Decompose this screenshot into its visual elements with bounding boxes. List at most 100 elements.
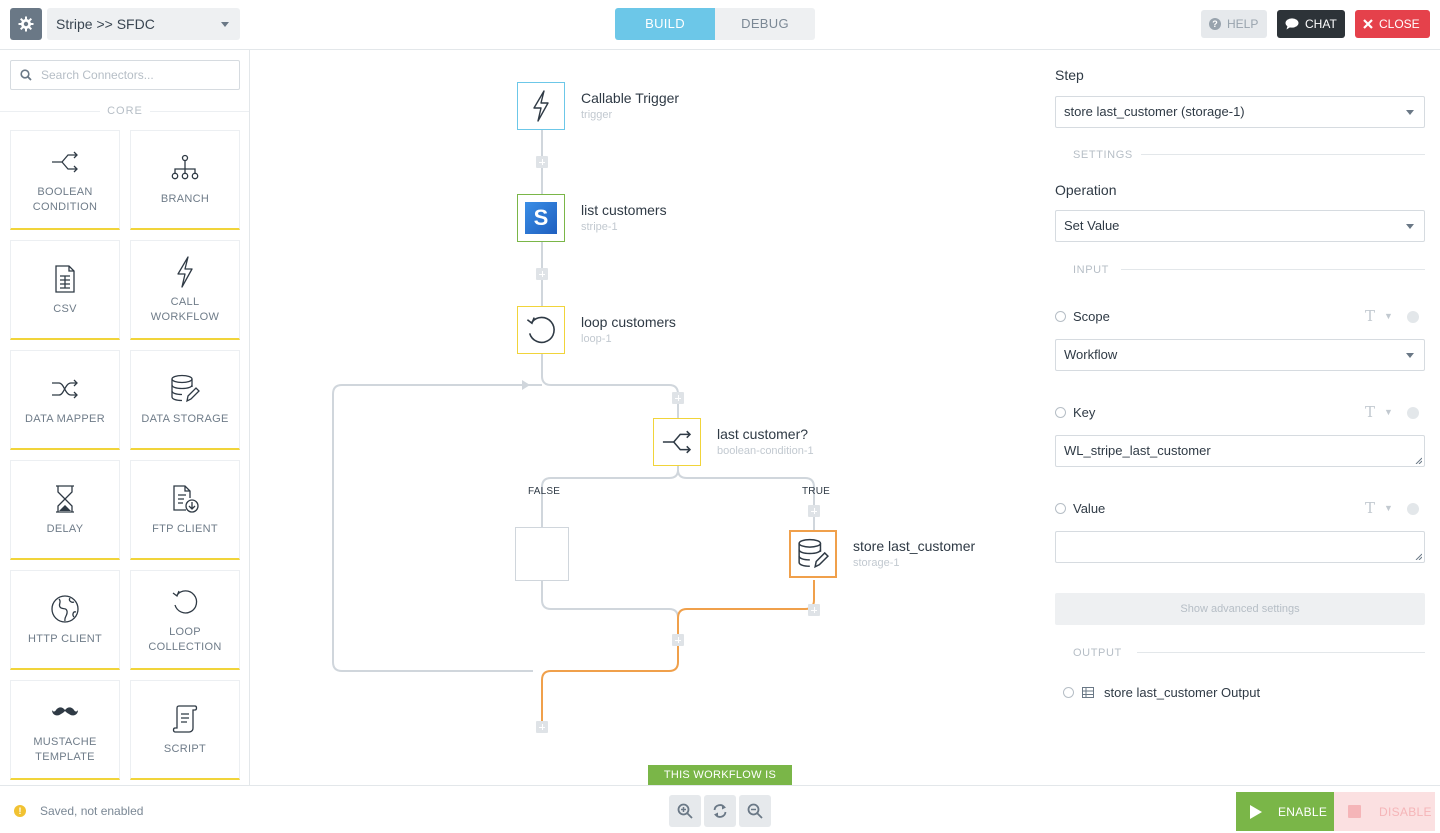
search-input[interactable] (41, 66, 231, 84)
add-step-button[interactable] (808, 604, 820, 616)
node-subtitle: storage-1 (853, 557, 900, 569)
boolean-condition-icon (50, 145, 80, 179)
add-step-button[interactable] (808, 505, 820, 517)
key-input[interactable]: WL_stripe_last_customer (1055, 435, 1425, 467)
node-list-customers[interactable]: S (517, 194, 565, 242)
gear-icon (18, 16, 34, 32)
chevron-down-icon (1406, 224, 1414, 229)
chat-button[interactable]: CHAT (1277, 10, 1345, 38)
add-step-button[interactable] (536, 268, 548, 280)
connector-mustache-template[interactable]: MUSTACHE TEMPLATE (10, 680, 120, 780)
chevron-down-icon[interactable]: ▼ (1384, 407, 1393, 417)
add-step-button[interactable] (672, 392, 684, 404)
close-label: CLOSE (1379, 17, 1420, 31)
close-icon (1363, 19, 1373, 29)
connector-label: LOOP COLLECTION (148, 625, 222, 653)
top-bar: Stripe >> SFDC BUILD DEBUG ? HELP CHAT C… (0, 0, 1440, 50)
workflow-canvas[interactable]: Callable Trigger trigger S list customer… (251, 50, 1039, 801)
toggle-dot[interactable] (1407, 407, 1419, 419)
connector-boolean-condition[interactable]: BOOLEAN CONDITION (10, 130, 120, 230)
node-subtitle: stripe-1 (581, 221, 618, 233)
scope-radio[interactable] (1055, 311, 1066, 322)
node-subtitle: loop-1 (581, 333, 612, 345)
connector-script[interactable]: SCRIPT (130, 680, 240, 780)
node-callable-trigger[interactable] (517, 82, 565, 130)
workflow-name: Stripe >> SFDC (56, 16, 155, 32)
lightning-icon (533, 90, 549, 122)
toggle-dot[interactable] (1407, 503, 1419, 515)
settings-button[interactable] (10, 8, 42, 40)
connector-data-mapper[interactable]: DATA MAPPER (10, 350, 120, 450)
connector-loop-collection[interactable]: LOOP COLLECTION (130, 570, 240, 670)
key-radio[interactable] (1055, 407, 1066, 418)
scope-select[interactable]: Workflow (1055, 339, 1425, 371)
zoom-out-button[interactable] (739, 795, 771, 827)
add-step-button[interactable] (672, 634, 684, 646)
zoom-in-button[interactable] (669, 795, 701, 827)
table-icon (1082, 686, 1094, 698)
connector-http-client[interactable]: HTTP CLIENT (10, 570, 120, 670)
node-store-last-customer[interactable] (789, 530, 837, 578)
value-radio[interactable] (1055, 503, 1066, 514)
question-icon: ? (1209, 18, 1221, 30)
help-button[interactable]: ? HELP (1201, 10, 1267, 38)
settings-section-header: SETTINGS (1055, 149, 1425, 161)
step-label: Step (1055, 67, 1084, 83)
connector-ftp-client[interactable]: FTP CLIENT (130, 460, 240, 560)
build-tab[interactable]: BUILD (615, 8, 715, 40)
step-value: store last_customer (storage-1) (1064, 104, 1245, 119)
connector-data-storage[interactable]: DATA STORAGE (130, 350, 240, 450)
resize-handle-icon[interactable] (1415, 457, 1422, 464)
operation-label: Operation (1055, 182, 1117, 198)
chevron-down-icon[interactable]: ▼ (1384, 311, 1393, 321)
section-label-core: CORE (107, 105, 143, 117)
text-type-icon[interactable]: T (1365, 307, 1376, 325)
boolean-condition-icon (662, 430, 692, 454)
add-step-button[interactable] (536, 721, 548, 733)
key-label: Key (1073, 405, 1096, 420)
data-mapper-icon (50, 372, 80, 406)
stop-icon (1348, 805, 1361, 818)
connector-call-workflow[interactable]: CALL WORKFLOW (130, 240, 240, 340)
node-loop-customers[interactable] (517, 306, 565, 354)
enable-button[interactable]: ENABLE (1236, 792, 1334, 831)
connector-branch[interactable]: BRANCH (130, 130, 240, 230)
operation-select[interactable]: Set Value (1055, 210, 1425, 242)
node-last-customer[interactable] (653, 418, 701, 466)
mustache-icon (51, 695, 79, 729)
show-advanced-settings-button[interactable]: Show advanced settings (1055, 593, 1425, 625)
close-button[interactable]: CLOSE (1355, 10, 1430, 38)
disable-button[interactable]: DISABLE (1334, 792, 1435, 831)
workflow-select[interactable]: Stripe >> SFDC (47, 8, 240, 40)
connector-delay[interactable]: DELAY (10, 460, 120, 560)
empty-step-placeholder[interactable] (515, 527, 569, 581)
step-select[interactable]: store last_customer (storage-1) (1055, 96, 1425, 128)
add-step-button[interactable] (536, 156, 548, 168)
zoom-in-icon (677, 803, 693, 819)
call-workflow-icon (174, 255, 196, 289)
debug-tab[interactable]: DEBUG (715, 8, 815, 40)
mode-toggle: BUILD DEBUG (615, 8, 815, 40)
value-input[interactable] (1055, 531, 1425, 563)
text-type-icon[interactable]: T (1365, 403, 1376, 421)
chevron-down-icon[interactable]: ▼ (1384, 503, 1393, 513)
reset-zoom-button[interactable] (704, 795, 736, 827)
node-title: list customers (581, 202, 667, 218)
help-label: HELP (1227, 17, 1259, 31)
resize-handle-icon[interactable] (1415, 553, 1422, 560)
ftp-client-icon (171, 482, 199, 516)
toggle-dot[interactable] (1407, 311, 1419, 323)
output-radio[interactable] (1063, 686, 1074, 698)
divider (0, 111, 100, 112)
true-branch-label: TRUE (802, 486, 831, 497)
flow-connectors (332, 130, 815, 727)
connector-label: SCRIPT (163, 743, 207, 755)
operation-value: Set Value (1064, 218, 1120, 233)
connector-csv[interactable]: CSV (10, 240, 120, 340)
refresh-icon (713, 804, 727, 818)
chevron-down-icon (221, 22, 229, 27)
output-item[interactable]: store last_customer Output (1063, 684, 1260, 700)
save-status: Saved, not enabled (40, 804, 144, 818)
text-type-icon[interactable]: T (1365, 499, 1376, 517)
hourglass-icon (54, 482, 76, 516)
